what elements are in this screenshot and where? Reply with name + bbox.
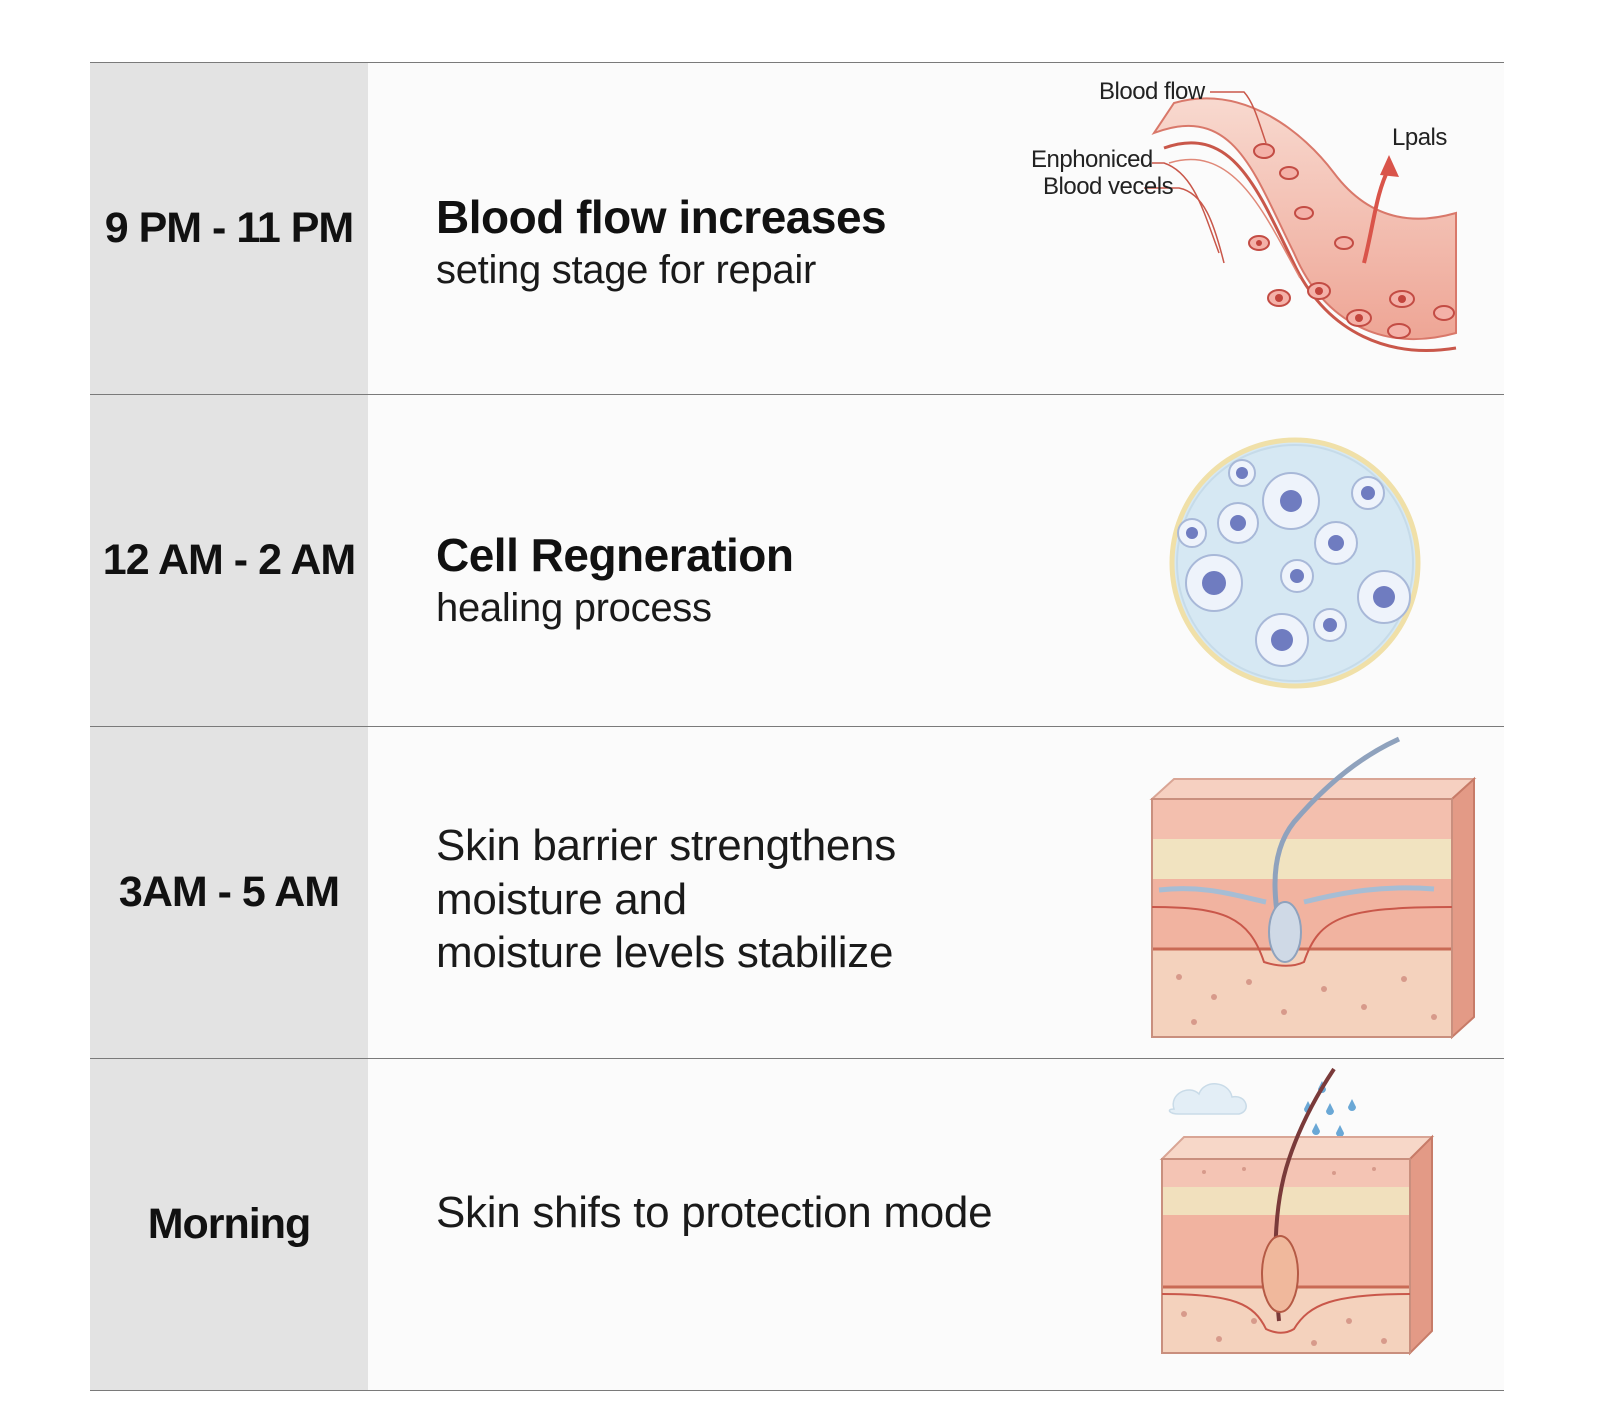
row-subtitle: healing process (436, 585, 712, 630)
skin-protection-illustration (1004, 1059, 1504, 1390)
row-content: Blood flow increases seting stage for re… (368, 63, 1504, 394)
timeline-row-2: 12 AM - 2 AM Cell Regneration healing pr… (90, 395, 1504, 727)
row-content: Skin barrier strengthens moisture and mo… (368, 727, 1504, 1058)
timeline-table: 9 PM - 11 PM Blood flow increases seting… (90, 62, 1504, 1391)
time-label: 9 PM - 11 PM (90, 63, 368, 394)
skin-hair-follicle-illustration (1004, 727, 1504, 1058)
label-blood-flow: Blood flow (1099, 78, 1205, 105)
timeline-row-1: 9 PM - 11 PM Blood flow increases seting… (90, 63, 1504, 395)
label-blood-vecels: Blood vecels (1043, 173, 1174, 200)
row-subtitle: seting stage for repair (436, 247, 816, 292)
description: Cell Regneration healing process (436, 529, 794, 632)
cell-circle-illustration (1004, 395, 1504, 726)
row-line-2: moisture and (436, 874, 687, 924)
row-line-1: Skin barrier strengthens (436, 821, 896, 870)
row-line-1: Skin shifs to protection mode (436, 1188, 993, 1237)
timeline-row-4: Morning Skin shifs to protection mode (90, 1059, 1504, 1391)
label-enphoniced: Enphoniced (1031, 146, 1153, 173)
row-line-3: moisture levels stabilize (436, 928, 894, 978)
description: Skin shifs to protection mode (436, 1187, 993, 1240)
row-content: Cell Regneration healing process (368, 395, 1504, 726)
description: Blood flow increases seting stage for re… (436, 191, 887, 294)
blood-vessel-illustration: Blood flow Enphoniced Blood vecels Lpals (1004, 63, 1504, 394)
row-content: Skin shifs to protection mode (368, 1059, 1504, 1390)
label-lpals: Lpals (1392, 124, 1447, 151)
time-label: Morning (90, 1059, 368, 1390)
row-title: Cell Regneration (436, 529, 794, 581)
time-label: 3AM - 5 AM (90, 727, 368, 1058)
description: Skin barrier strengthens moisture and mo… (436, 819, 896, 980)
row-title: Blood flow increases (436, 191, 887, 243)
time-label: 12 AM - 2 AM (90, 395, 368, 726)
timeline-row-3: 3AM - 5 AM Skin barrier strengthens mois… (90, 727, 1504, 1059)
